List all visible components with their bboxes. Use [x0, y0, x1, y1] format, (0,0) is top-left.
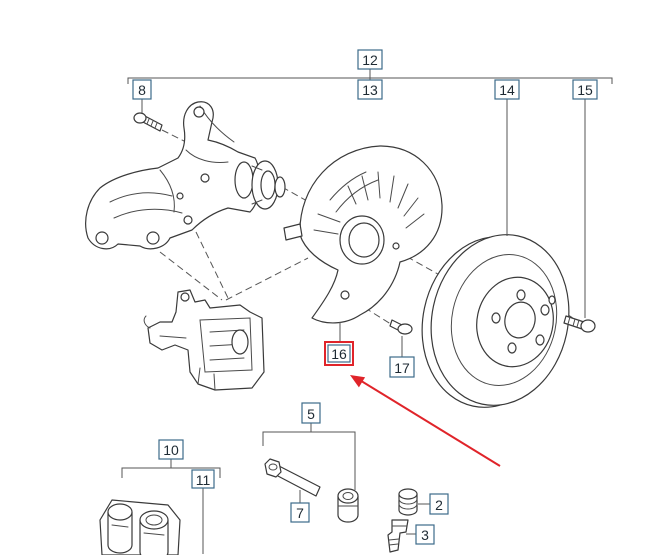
bolt-8	[133, 112, 163, 132]
caliper-piston-unit	[99, 499, 181, 555]
leader-lines	[121, 69, 613, 554]
bleeder-valve-3	[387, 519, 409, 553]
callout-16-label: 16	[331, 346, 347, 362]
callout-5[interactable]: 5	[301, 402, 321, 424]
callout-7-label: 7	[296, 505, 304, 521]
callout-15[interactable]: 15	[572, 79, 598, 100]
callout-13[interactable]: 13	[357, 79, 383, 100]
highlight-box	[324, 341, 354, 366]
callout-5-label: 5	[307, 406, 315, 422]
guide-bushing	[337, 488, 359, 523]
callout-12-label: 12	[362, 52, 378, 68]
callout-7[interactable]: 7	[290, 502, 310, 523]
brake-caliper	[143, 289, 265, 391]
callout-10[interactable]: 10	[158, 439, 184, 460]
callout-17[interactable]: 17	[389, 356, 415, 378]
callout-2[interactable]: 2	[429, 493, 449, 515]
callout-10-label: 10	[163, 442, 179, 458]
callout-3-label: 3	[421, 527, 429, 543]
callout-14-label: 14	[499, 82, 515, 98]
highlight-arrow	[350, 375, 501, 467]
dust-cap-2	[398, 488, 418, 516]
brake-disc	[421, 234, 570, 408]
bolt-15	[563, 315, 596, 333]
wheel-bearing-housing	[85, 101, 286, 250]
callout-14[interactable]: 14	[494, 79, 520, 100]
callout-13-label: 13	[362, 82, 378, 98]
callout-8[interactable]: 8	[132, 79, 152, 100]
callout-12[interactable]: 12	[357, 49, 383, 70]
bolt-17	[389, 319, 413, 335]
callout-16[interactable]: 16	[324, 341, 354, 366]
dust-shield	[283, 145, 443, 324]
callout-17-label: 17	[394, 360, 410, 376]
callout-3[interactable]: 3	[415, 524, 435, 545]
guide-pin	[264, 458, 321, 497]
callout-8-label: 8	[138, 82, 146, 98]
callout-11-label: 11	[196, 472, 211, 488]
callout-2-label: 2	[435, 497, 443, 513]
callout-15-label: 15	[577, 82, 593, 98]
callout-11[interactable]: 11	[191, 469, 215, 489]
